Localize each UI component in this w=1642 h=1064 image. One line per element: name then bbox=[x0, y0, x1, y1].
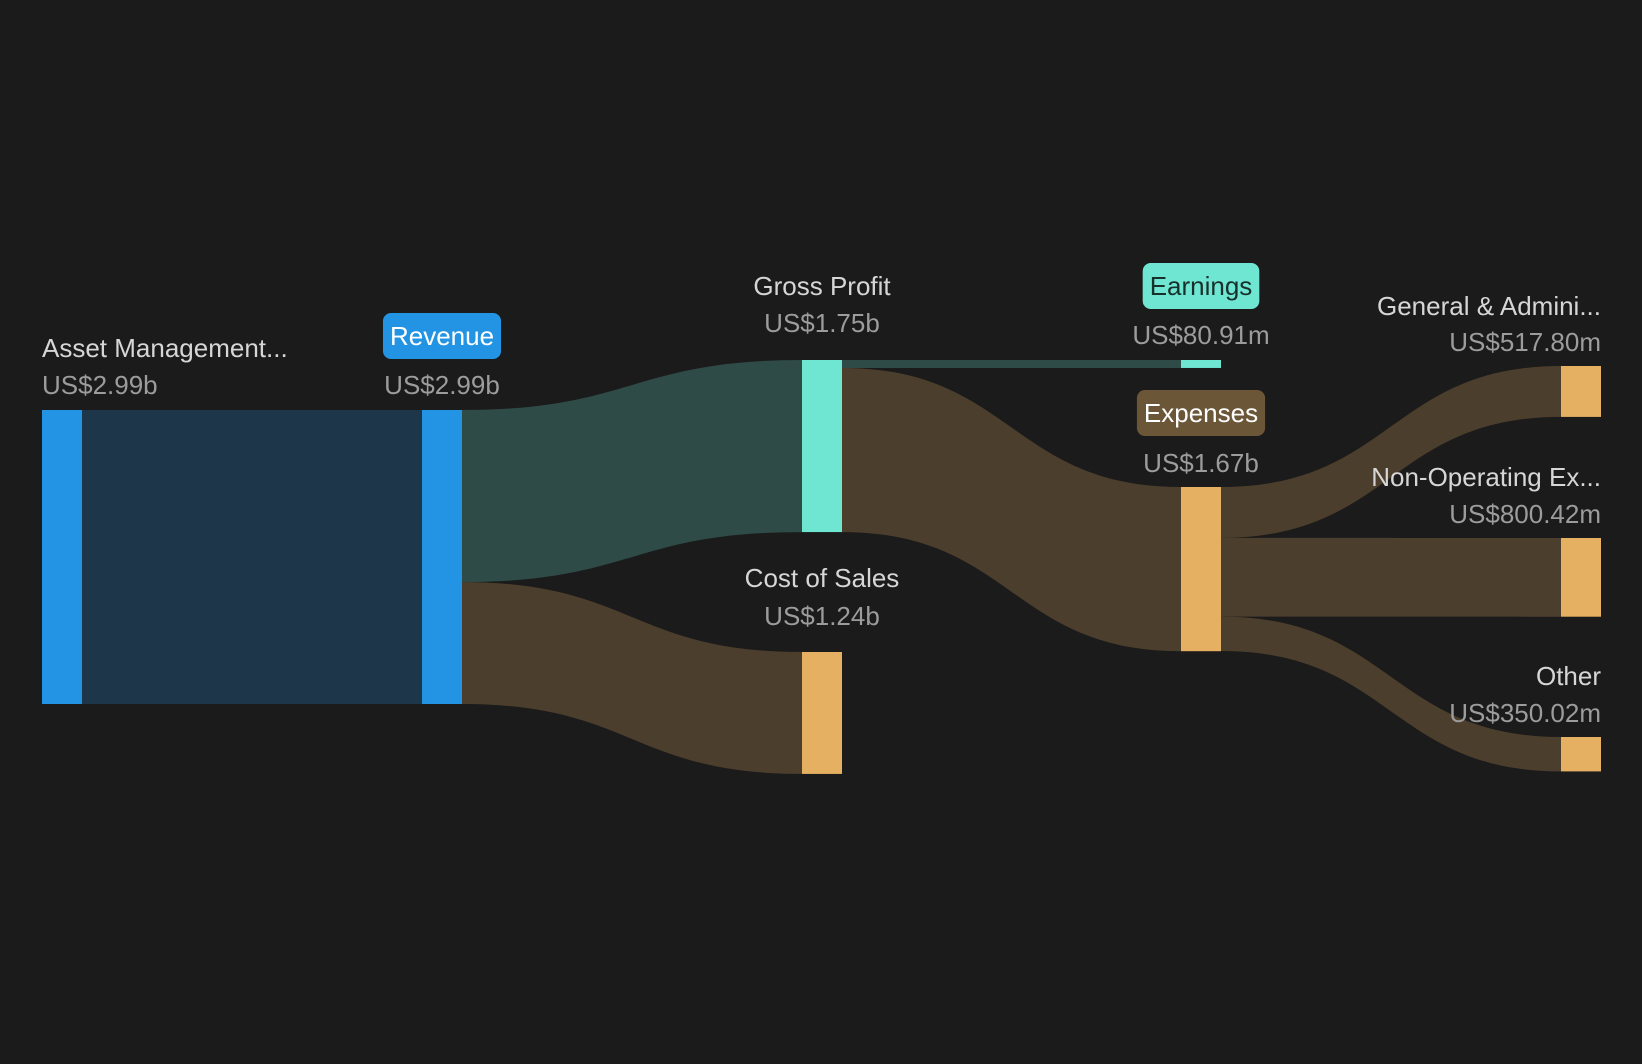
node-revenue bbox=[422, 410, 462, 704]
node-cost_of_sales bbox=[802, 652, 842, 774]
node-gen_admin bbox=[1561, 366, 1601, 417]
link-expenses-to-non_op bbox=[1221, 537, 1561, 617]
label-value-gen_admin: US$517.80m bbox=[1449, 327, 1601, 357]
node-asset_mgmt bbox=[42, 410, 82, 704]
label-name-asset_mgmt: Asset Management... bbox=[42, 333, 288, 363]
label-name-gross_profit: Gross Profit bbox=[753, 271, 891, 301]
label-name-expenses: Expenses bbox=[1144, 398, 1258, 428]
label-name-gen_admin: General & Admini... bbox=[1377, 291, 1601, 321]
link-gross_profit-to-expenses bbox=[842, 367, 1181, 652]
label-value-gross_profit: US$1.75b bbox=[764, 308, 880, 338]
link-revenue-to-gross_profit bbox=[462, 360, 802, 583]
label-value-cost_of_sales: US$1.24b bbox=[764, 601, 880, 631]
label-name-earnings: Earnings bbox=[1150, 271, 1253, 301]
link-gross_profit-to-earnings bbox=[842, 360, 1181, 368]
label-pill-earnings bbox=[1142, 263, 1260, 309]
sankey-links bbox=[82, 360, 1561, 774]
link-expenses-to-gen_admin bbox=[1221, 366, 1561, 538]
label-value-earnings: US$80.91m bbox=[1132, 320, 1269, 350]
label-value-expenses: US$1.67b bbox=[1143, 448, 1259, 478]
label-name-other: Other bbox=[1536, 661, 1601, 691]
label-name-non_op: Non-Operating Ex... bbox=[1371, 462, 1601, 492]
link-asset_mgmt-to-revenue bbox=[82, 410, 422, 704]
label-asset_mgmt: Asset Management... US$2.99b bbox=[42, 333, 288, 400]
label-value-asset_mgmt: US$2.99b bbox=[42, 370, 158, 400]
label-gen_admin: General & Admini... US$517.80m bbox=[1377, 291, 1601, 357]
sankey-labels: Asset Management...US$2.99bRevenueUS$2.9… bbox=[42, 263, 1601, 728]
node-non_op bbox=[1561, 538, 1601, 617]
node-expenses bbox=[1181, 487, 1221, 652]
node-earnings bbox=[1181, 360, 1221, 368]
label-value-non_op: US$800.42m bbox=[1449, 499, 1601, 529]
node-other bbox=[1561, 737, 1601, 772]
label-value-other: US$350.02m bbox=[1449, 698, 1601, 728]
sankey-nodes bbox=[42, 360, 1601, 774]
label-name-cost_of_sales: Cost of Sales bbox=[745, 563, 900, 593]
label-value-revenue: US$2.99b bbox=[384, 370, 500, 400]
label-name-revenue: Revenue bbox=[390, 321, 494, 351]
node-gross_profit bbox=[802, 360, 842, 533]
link-expenses-to-other bbox=[1221, 616, 1561, 772]
label-non_op: Non-Operating Ex... US$800.42m bbox=[1371, 462, 1601, 529]
label-pill-expenses bbox=[1136, 390, 1266, 436]
label-pill-revenue bbox=[382, 313, 502, 359]
link-revenue-to-cost_of_sales bbox=[462, 582, 802, 774]
